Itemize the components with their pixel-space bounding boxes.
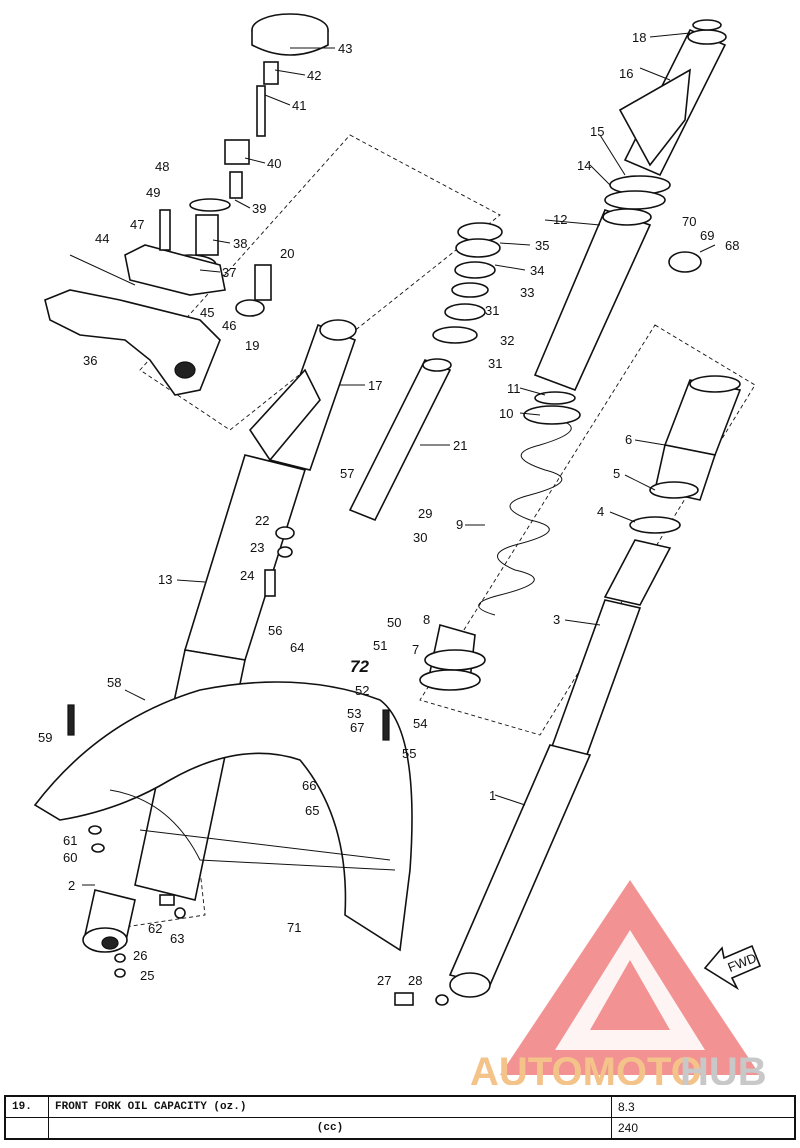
fork-oil-spec-table: 19. FRONT FORK OIL CAPACITY (oz.) 8.3 (c… [4,1095,796,1140]
part-label: 59 [38,730,52,745]
part-label: 17 [368,378,382,393]
svg-text:AUTOMOTO: AUTOMOTO [470,1050,702,1085]
watermark-text: AUTOMOTO HUB [470,1050,767,1085]
part-label: 28 [408,973,422,988]
part-label: 39 [252,201,266,216]
part-label: 26 [133,948,147,963]
part-label: 66 [302,778,316,793]
spec-unit-cc: (cc) [48,1117,612,1140]
part-label: 21 [453,438,467,453]
part-label: 33 [520,285,534,300]
small-fasteners [67,526,449,1006]
spec-value-oz: 8.3 [611,1095,796,1118]
part-label: 53 [347,706,361,721]
spec-value-cc: 240 [611,1117,796,1140]
left-fork-outer-tube [134,319,357,901]
part-label: 15 [590,124,604,139]
part-label: 23 [250,540,264,555]
part-label-emphasis: 72 [350,657,369,676]
part-label: 16 [619,66,633,81]
part-label: 37 [222,265,236,280]
part-label: 61 [63,833,77,848]
spec-row-oz: 19. FRONT FORK OIL CAPACITY (oz.) 8.3 [4,1095,796,1118]
part-label: 11 [507,381,521,396]
part-label: 24 [240,568,254,583]
part-label: 4 [597,504,604,519]
part-label: 46 [222,318,236,333]
part-label: 52 [355,683,369,698]
part-label: 31 [485,303,499,318]
part-number-labels: 1 2 3 4 5 6 7 8 9 10 11 12 13 14 15 16 1… [38,30,739,988]
forward-direction-arrow: FWD [703,944,762,991]
part-label: 67 [350,720,364,735]
part-label: 20 [280,246,294,261]
part-label: 25 [140,968,154,983]
part-label: 10 [499,406,513,421]
part-label: 6 [625,432,632,447]
part-label: 60 [63,850,77,865]
part-label: 62 [148,921,162,936]
part-label: 27 [377,973,391,988]
part-label: 51 [373,638,387,653]
part-label: 30 [413,530,427,545]
upper-fork-cover [533,19,727,392]
part-label: 42 [307,68,321,83]
watermark-logo [500,880,760,1075]
part-label: 70 [682,214,696,229]
part-label: 12 [553,212,567,227]
part-label: 22 [255,513,269,528]
part-label: 29 [418,506,432,521]
top-bracket [44,209,272,396]
part-label: 14 [577,158,591,173]
part-label: 55 [402,746,416,761]
part-label: 65 [305,803,319,818]
part-label: 38 [233,236,247,251]
spec-blank [4,1117,49,1140]
spec-item-number: 19. [4,1095,49,1118]
part-label: 63 [170,931,184,946]
part-label: 43 [338,41,352,56]
part-label: 41 [292,98,306,113]
right-fork-outer-tube [419,375,742,998]
part-label: 7 [412,642,419,657]
front-fender [33,681,413,952]
part-label: 49 [146,185,160,200]
part-label: 18 [632,30,646,45]
part-label: 3 [553,612,560,627]
part-label: 8 [423,612,430,627]
part-label: 71 [287,920,301,935]
part-label: 32 [500,333,514,348]
part-label: 56 [268,623,282,638]
part-label: 5 [613,466,620,481]
part-label: 69 [700,228,714,243]
fork-spring [478,391,581,616]
part-label: 1 [489,788,496,803]
part-label: 9 [456,517,463,532]
exploded-parts-diagram: 1 2 3 4 5 6 7 8 9 10 11 12 13 14 15 16 1… [33,13,767,1085]
part-label: 68 [725,238,739,253]
center-inner-tube [348,222,503,522]
part-label: 2 [68,878,75,893]
part-label: 47 [130,217,144,232]
part-label: 54 [413,716,427,731]
part-label: 40 [267,156,281,171]
leader-lines [82,32,716,886]
part-label: 19 [245,338,259,353]
part-label: 35 [535,238,549,253]
part-label: 45 [200,305,214,320]
part-label: 13 [158,572,172,587]
spec-row-cc: (cc) 240 [4,1117,796,1140]
part-label: 31 [488,356,502,371]
part-label: 48 [155,159,169,174]
part-label: 58 [107,675,121,690]
part-label: 44 [95,231,109,246]
part-label: 57 [340,466,354,481]
part-label: 36 [83,353,97,368]
part-label: 50 [387,615,401,630]
part-label: 64 [290,640,304,655]
part-label: 34 [530,263,544,278]
left-axle-holder [82,889,136,953]
spec-label: FRONT FORK OIL CAPACITY (oz.) [48,1095,612,1118]
svg-text:HUB: HUB [680,1050,767,1085]
